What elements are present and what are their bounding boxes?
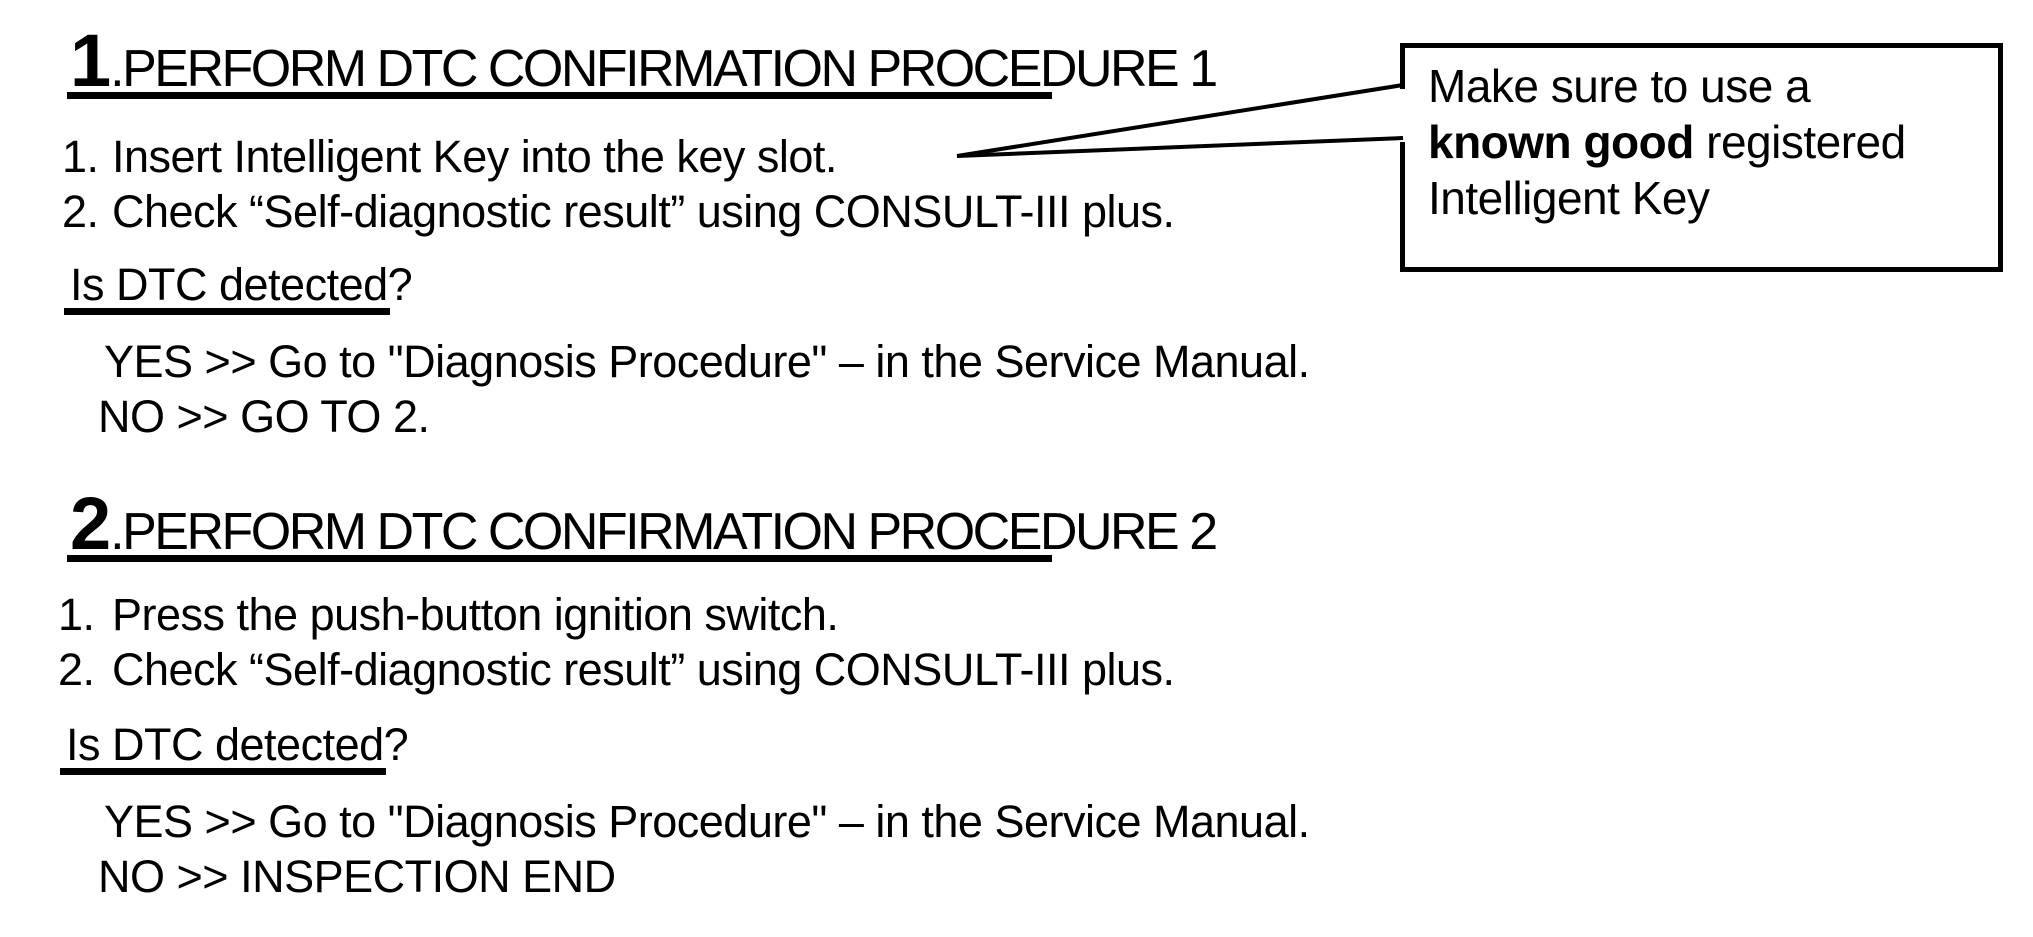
section-1-question-underline bbox=[64, 308, 390, 315]
callout-line-1: Make sure to use a bbox=[1428, 60, 1811, 112]
callout-line-2: known good registered bbox=[1428, 114, 1906, 170]
callout-line-2-rest: registered bbox=[1693, 116, 1906, 168]
section-2-step-2: 2. Check “Self-diagnostic result” using … bbox=[58, 643, 1175, 697]
section-2-heading-underline bbox=[67, 555, 1052, 562]
section-2-yes-line: YES >> Go to "Diagnosis Procedure" – in … bbox=[104, 796, 1310, 847]
callout-note-text: Make sure to use a known good registered… bbox=[1428, 58, 1906, 226]
section-1-yes-line: YES >> Go to "Diagnosis Procedure" – in … bbox=[104, 336, 1310, 387]
callout-line-3: Intelligent Key bbox=[1428, 172, 1710, 224]
step-text: Check “Self-diagnostic result” using CON… bbox=[112, 644, 1175, 695]
section-1-no-line: NO >> GO TO 2. bbox=[98, 391, 430, 442]
step-text: Press the push-button ignition switch. bbox=[112, 589, 839, 640]
section-1-question: Is DTC detected? bbox=[70, 259, 413, 310]
section-2-number: 2 bbox=[70, 482, 111, 565]
section-1-title: .PERFORM DTC CONFIRMATION PROCEDURE 1 bbox=[110, 40, 1218, 98]
section-2-question-underline bbox=[60, 768, 386, 775]
section-1-heading: 1.PERFORM DTC CONFIRMATION PROCEDURE 1 bbox=[70, 19, 1218, 102]
section-1-number: 1 bbox=[70, 19, 111, 102]
section-2-title: .PERFORM DTC CONFIRMATION PROCEDURE 2 bbox=[110, 503, 1218, 561]
step-number: 1. bbox=[62, 131, 99, 182]
step-number: 2. bbox=[58, 644, 95, 695]
section-2-no-line: NO >> INSPECTION END bbox=[98, 851, 616, 902]
section-1-step-1: 1. Insert Intelligent Key into the key s… bbox=[62, 130, 837, 184]
step-number: 1. bbox=[58, 589, 95, 640]
leader-line-lower bbox=[956, 136, 1404, 158]
section-1-step-2: 2. Check “Self-diagnostic result” using … bbox=[62, 185, 1175, 239]
callout-emphasis: known good bbox=[1428, 116, 1694, 168]
step-text: Insert Intelligent Key into the key slot… bbox=[112, 131, 837, 182]
callout-left-border-top bbox=[1400, 48, 1405, 89]
section-2-question: Is DTC detected? bbox=[66, 719, 409, 770]
section-1-heading-underline bbox=[67, 92, 1052, 99]
callout-box: Make sure to use a known good registered… bbox=[1400, 43, 2003, 272]
step-text: Check “Self-diagnostic result” using CON… bbox=[112, 186, 1175, 237]
section-2-heading: 2.PERFORM DTC CONFIRMATION PROCEDURE 2 bbox=[70, 482, 1218, 565]
step-number: 2. bbox=[62, 186, 99, 237]
section-2-step-1: 1. Press the push-button ignition switch… bbox=[58, 588, 839, 642]
callout-left-border-bottom bbox=[1400, 142, 1405, 267]
